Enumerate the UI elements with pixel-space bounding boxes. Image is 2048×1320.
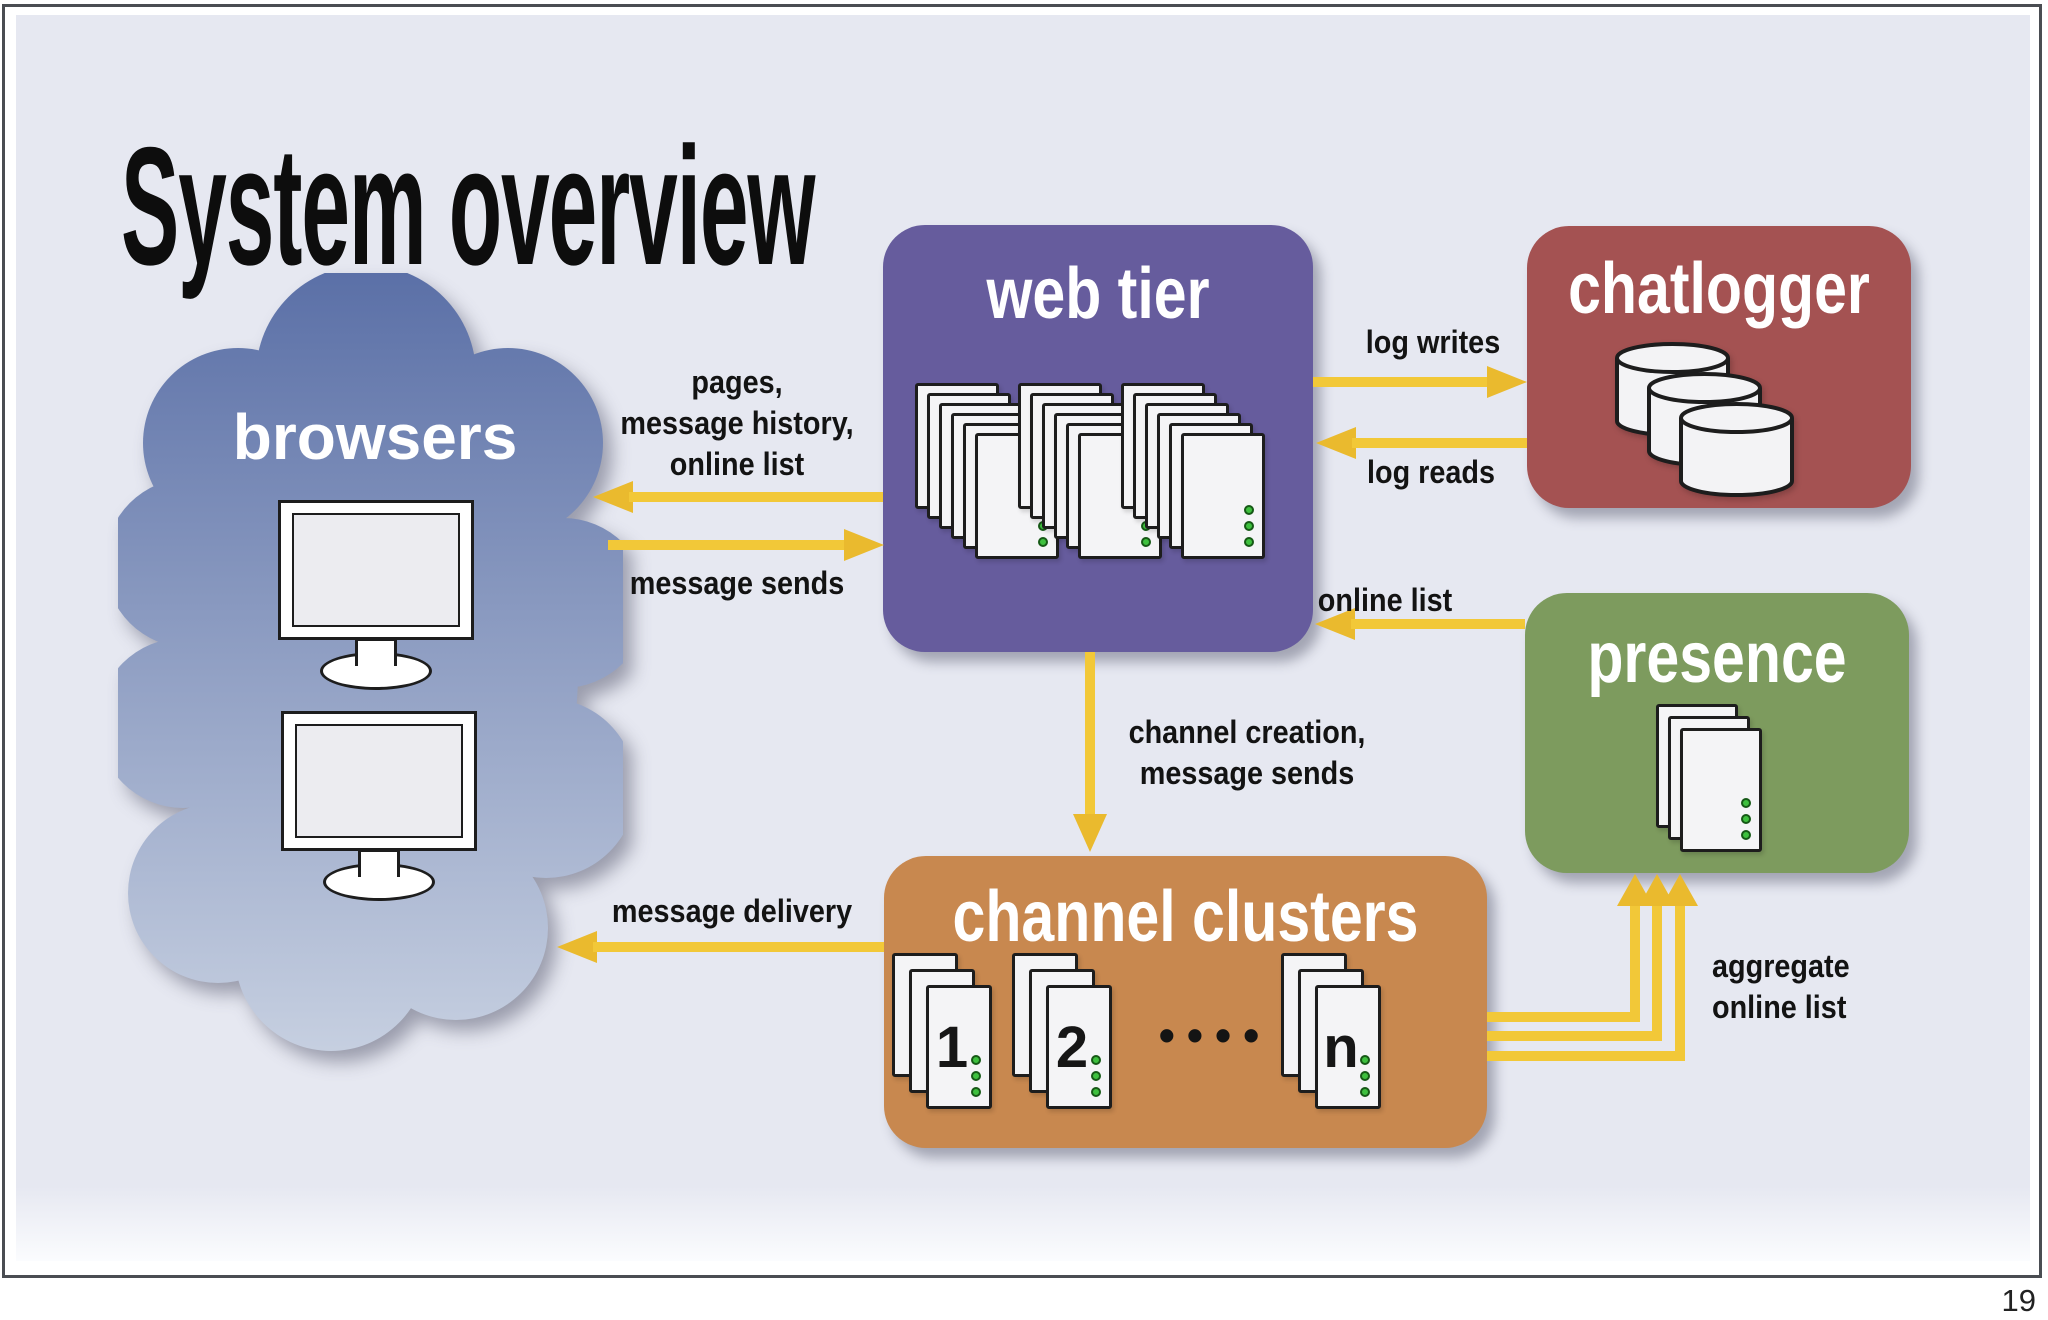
- database-cylinders-icon: [1615, 342, 1794, 497]
- monitor-screen: [292, 513, 460, 627]
- edge-label-message-delivery: message delivery: [611, 893, 853, 929]
- channel-sheet: 2: [1046, 985, 1112, 1109]
- monitor-base: [323, 863, 435, 901]
- edge-label-log-reads: log reads: [1366, 454, 1496, 490]
- monitor-neck: [358, 849, 400, 877]
- edge-label-pages-message-history-online-list: pages, message history, online list: [620, 364, 854, 482]
- channel-clusters-label: channel clusters: [952, 877, 1419, 957]
- led-lights: [1091, 1055, 1101, 1097]
- led-lights: [1244, 505, 1254, 547]
- monitor-neck: [355, 638, 397, 666]
- page-sheet: [1680, 728, 1762, 852]
- server-sheet: [1181, 433, 1265, 559]
- led-lights: [1741, 798, 1751, 840]
- channel-sheet: 1: [926, 985, 992, 1109]
- monitor-screen: [295, 724, 463, 838]
- monitor-base: [320, 652, 432, 690]
- ellipsis-dots: ••••: [1158, 1009, 1272, 1061]
- led-lights: [971, 1055, 981, 1097]
- monitor-frame: [278, 500, 474, 640]
- edge-label-online-list: online list: [1317, 582, 1453, 618]
- chatlogger-label: chatlogger: [1568, 249, 1870, 329]
- browsers-label: browsers: [232, 401, 518, 473]
- edge-label-aggregate-online-list: aggregate online list: [1712, 948, 1850, 1025]
- edge-label-message-sends: message sends: [629, 565, 845, 601]
- cluster-number: 1: [935, 1014, 969, 1080]
- web-tier-label: web tier: [986, 254, 1210, 334]
- monitor-icon: [281, 711, 477, 916]
- channel-sheet: n: [1315, 985, 1381, 1109]
- led-lights: [1360, 1055, 1370, 1097]
- edge-label-channel-creation-message-sends: channel creation, message sends: [1128, 714, 1366, 791]
- cluster-number: 2: [1055, 1014, 1089, 1080]
- page-number: 19: [2001, 1283, 2036, 1318]
- monitor-frame: [281, 711, 477, 851]
- cluster-number: n: [1323, 1014, 1359, 1080]
- presence-label: presence: [1587, 618, 1847, 698]
- edge-label-log-writes: log writes: [1365, 324, 1501, 360]
- page-title: System overview: [121, 112, 815, 300]
- monitor-icon: [278, 500, 474, 705]
